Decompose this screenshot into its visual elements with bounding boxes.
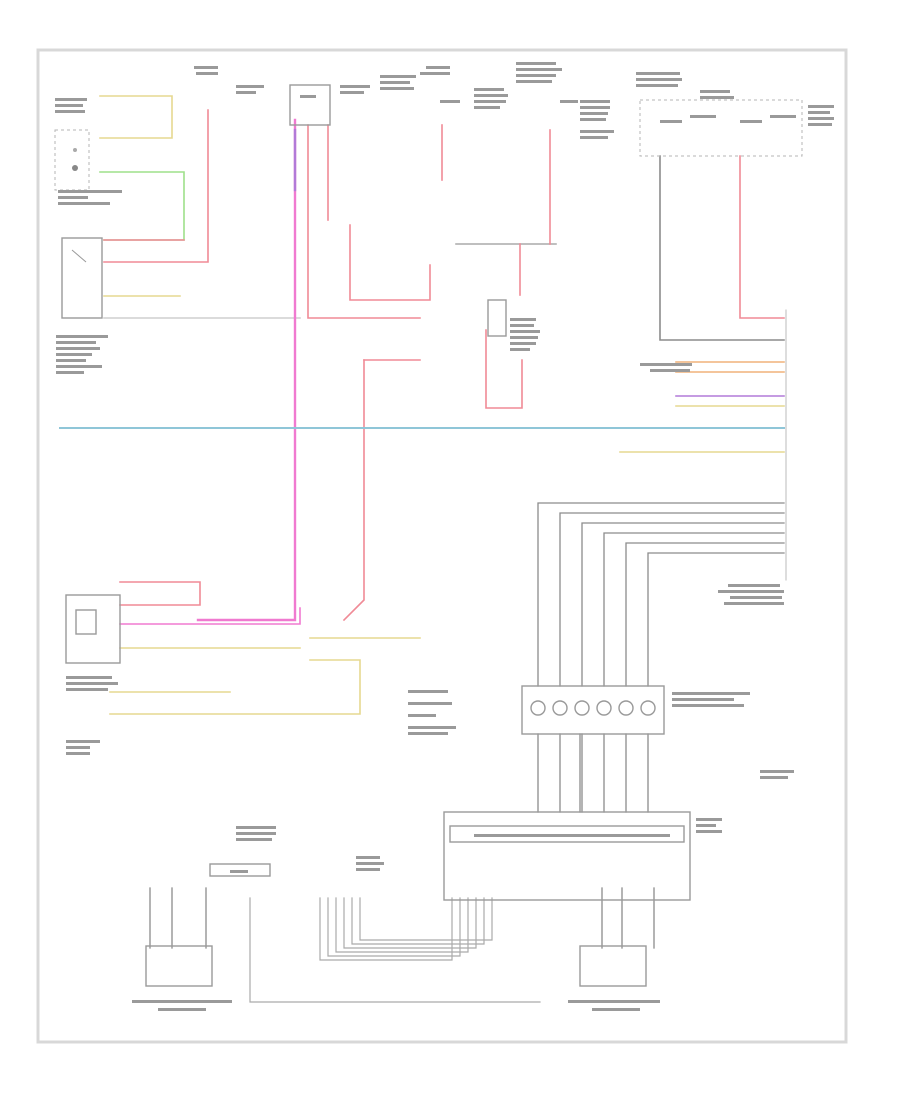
right-paddle-switch [568, 945, 660, 1011]
wire-red-v1 [307, 124, 421, 319]
wire-bus-1 [537, 502, 785, 687]
wire-pink-vertical [196, 118, 297, 622]
wire-green-loop [99, 171, 185, 241]
wire-bus-5 [625, 542, 785, 687]
wire-harness-2 [335, 897, 469, 953]
clockspring-pin [574, 700, 590, 716]
wire-bus-3 [581, 522, 785, 687]
left-paddle-connector [209, 826, 384, 877]
wire-red-loop [349, 224, 431, 301]
wire-yellow-top [99, 95, 173, 139]
brake-pedal-switch [65, 594, 121, 755]
wires-layer [59, 95, 787, 1003]
clockspring-connector [521, 685, 794, 779]
ignition-relay [487, 299, 540, 351]
wire-harness-ground [249, 897, 541, 1003]
wire-red-brake [119, 581, 201, 606]
wire-yellow-brake3 [109, 659, 361, 715]
wire-bus-2 [559, 512, 785, 687]
wire-harness-1 [327, 897, 461, 957]
wire-bus-6 [647, 552, 785, 687]
underhood-fuse-box [636, 72, 834, 157]
clockspring-pin [530, 700, 546, 716]
components-layer [54, 62, 834, 1011]
pin-legend [408, 690, 456, 735]
fuse-block-upper [194, 62, 614, 139]
steering-column-connector [640, 363, 784, 605]
wire-harness-4 [351, 897, 485, 945]
clockspring-pin [552, 700, 568, 716]
transmission-shifter-switch [56, 237, 108, 374]
wire-red-relay [485, 329, 523, 409]
wire-harness-0 [319, 897, 453, 961]
wire-harness-5 [359, 897, 493, 941]
diagram-frame [36, 48, 848, 1044]
wire-red-b [103, 109, 209, 263]
wire-bus-4 [603, 532, 785, 687]
clockspring-pin [618, 700, 634, 716]
wire-pink-brake [119, 607, 301, 625]
wire-gray-right [659, 155, 785, 341]
clockspring-pin [596, 700, 612, 716]
left-paddle-switch [132, 945, 232, 1011]
wire-harness-3 [343, 897, 477, 949]
brake-light-switch-block [54, 98, 122, 205]
clockspring-pin [640, 700, 656, 716]
wire-red-right [739, 155, 785, 319]
wire-red-mid [342, 359, 365, 622]
multifunction-steering-wheel-control-module [443, 811, 722, 901]
